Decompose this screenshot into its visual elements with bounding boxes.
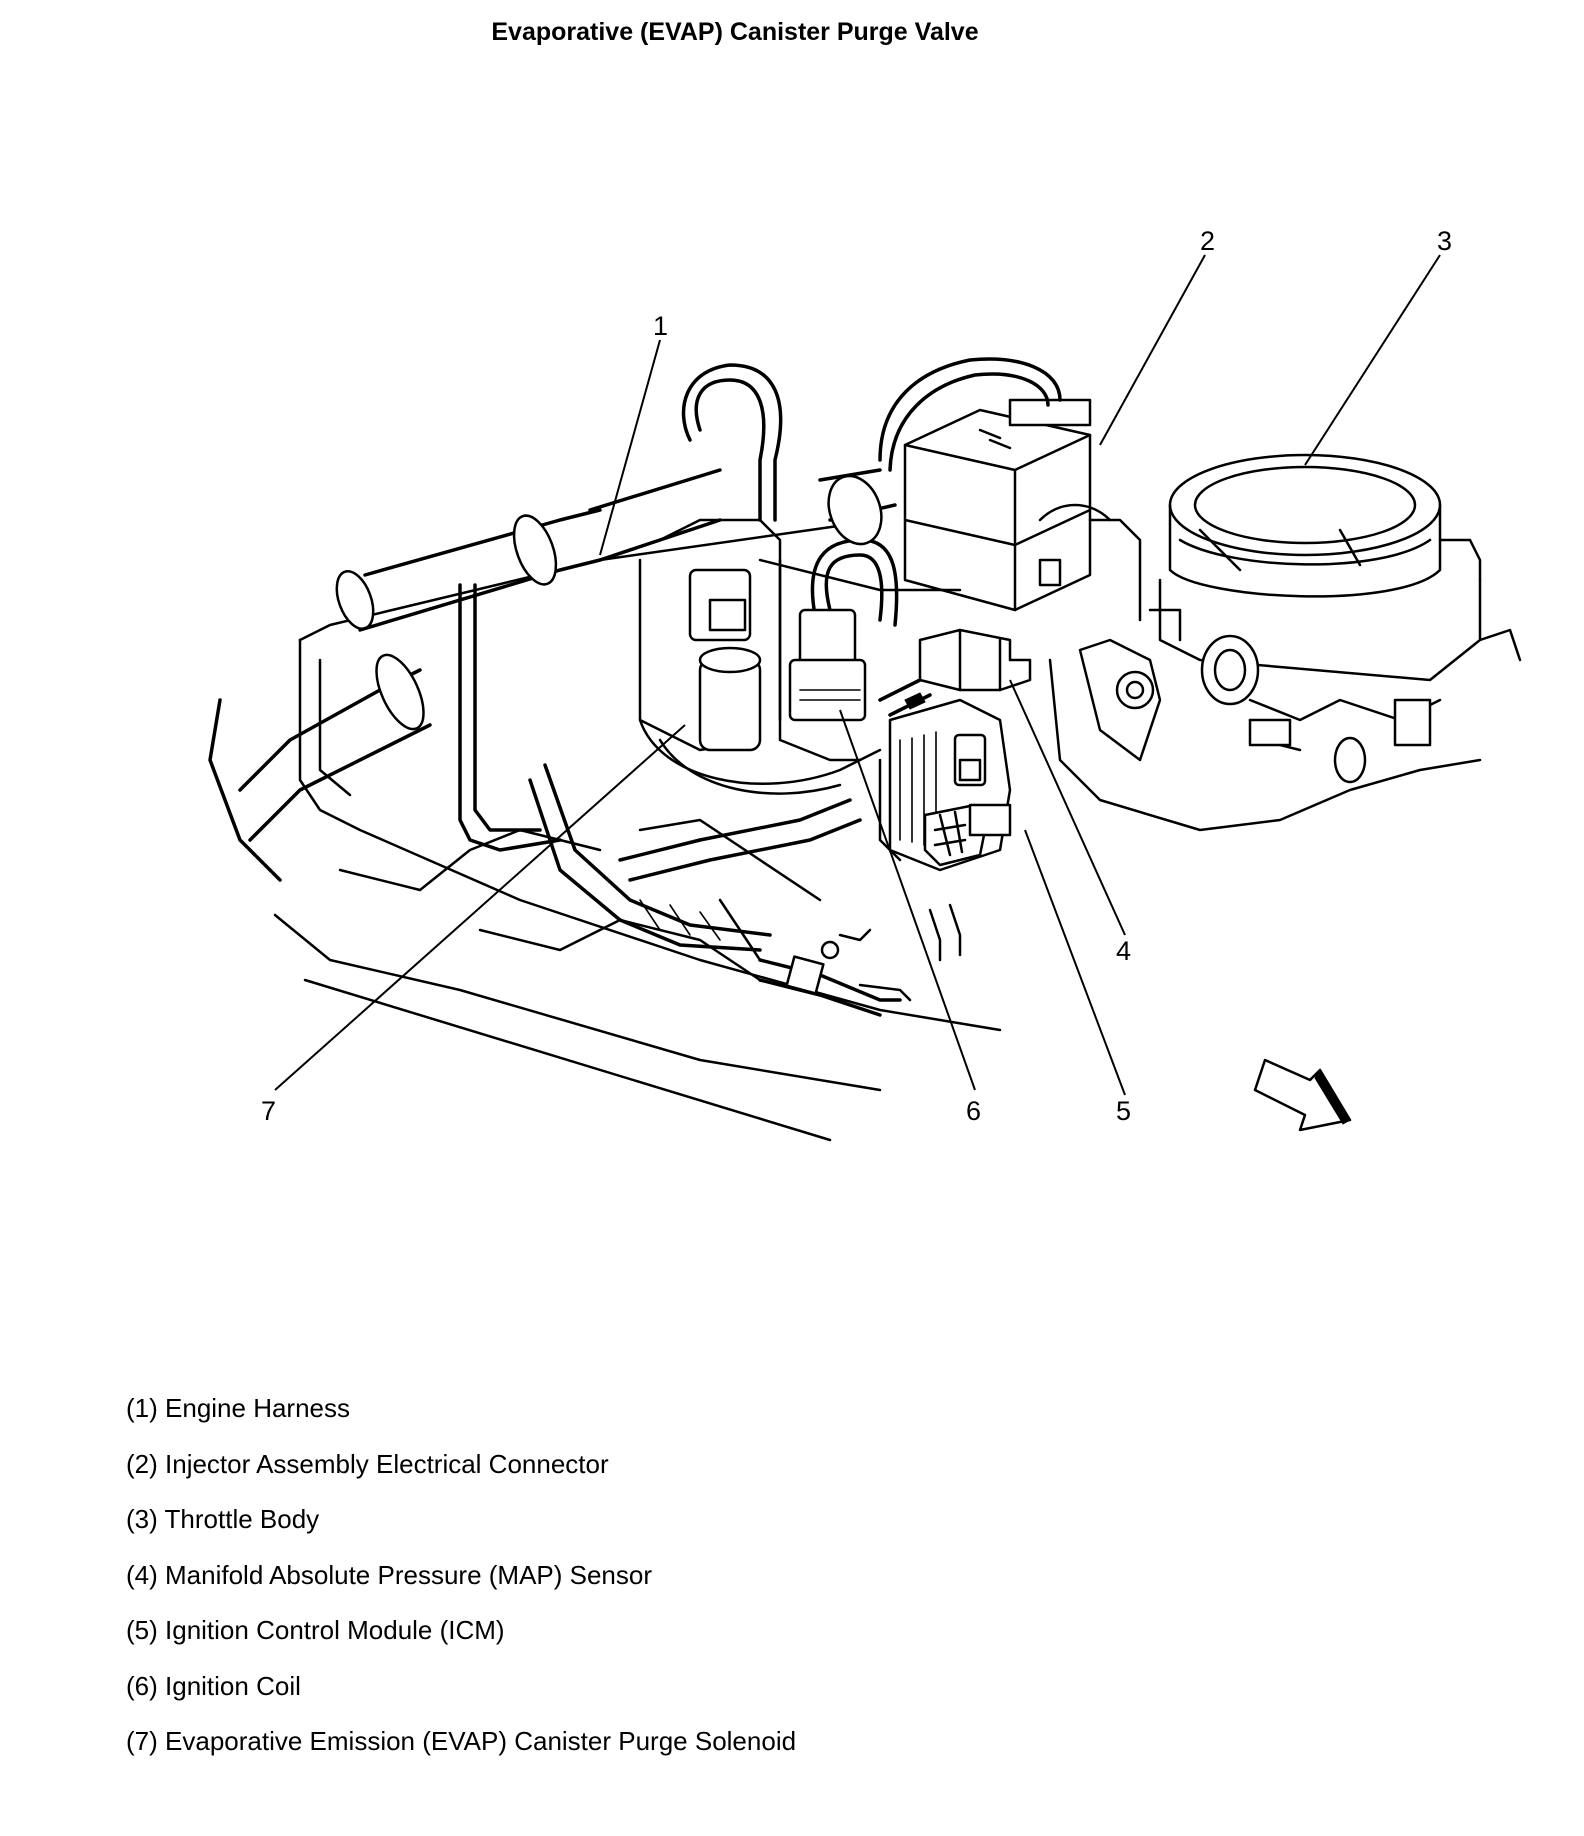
legend-number: (4) [126,1559,158,1590]
ignition-control-module [888,698,1012,872]
legend-text: Ignition Control Module (ICM) [165,1615,505,1645]
callout-7: 7 [261,1096,276,1126]
legend-text: Ignition Coil [165,1670,301,1701]
legend-number: (3) [126,1504,158,1534]
legend-item-4: (4) Manifold Absolute Pressure (MAP) Sen… [126,1560,1426,1616]
legend-number: (5) [126,1615,158,1645]
legend-number: (6) [126,1670,158,1701]
engine-diagram: 1 2 3 4 5 6 7 [208,226,1522,1142]
callout-1: 1 [653,311,668,341]
legend-text: Throttle Body [164,1504,320,1534]
intake-manifold [273,518,1002,1142]
legend-text: Manifold Absolute Pressure (MAP) Sensor [165,1559,653,1590]
diagram-title: Evaporative (EVAP) Canister Purge Valve [491,18,979,46]
throttle-body [1048,453,1522,832]
injector-assembly [818,357,1142,622]
legend-item-2: (2) Injector Assembly Electrical Connect… [126,1449,1426,1505]
legend-text: Evaporative Emission (EVAP) Canister Pur… [165,1726,797,1756]
callout-6: 6 [966,1096,981,1126]
direction-arrow-icon [1253,1058,1352,1132]
legend-number: (2) [126,1448,158,1479]
callout-3: 3 [1437,226,1452,256]
callout-2: 2 [1200,226,1215,256]
legend-text: Engine Harness [165,1393,351,1423]
lower-hose [718,898,912,1017]
engine-harness [458,583,862,952]
legend-number: (1) [126,1393,158,1423]
legend-item-7: (7) Evaporative Emission (EVAP) Canister… [126,1726,1426,1782]
legend-item-3: (3) Throttle Body [126,1504,1426,1560]
legend-item-5: (5) Ignition Control Module (ICM) [126,1615,1426,1671]
breather-tube [208,468,722,882]
legend-item-6: (6) Ignition Coil [126,1671,1426,1727]
legend-number: (7) [126,1726,158,1756]
callout-4: 4 [1116,936,1131,966]
callout-5: 5 [1116,1096,1131,1126]
leader-lines [274,254,1441,1096]
engine-line-drawing: 1 2 3 4 5 6 7 [208,226,1522,1142]
legend-list: (1) Engine Harness (2) Injector Assembly… [126,1393,1426,1782]
evap-purge-solenoid [638,363,882,795]
legend-item-1: (1) Engine Harness [126,1393,1426,1449]
ignition-coil [758,538,962,762]
legend-text: Injector Assembly Electrical Connector [165,1448,609,1479]
